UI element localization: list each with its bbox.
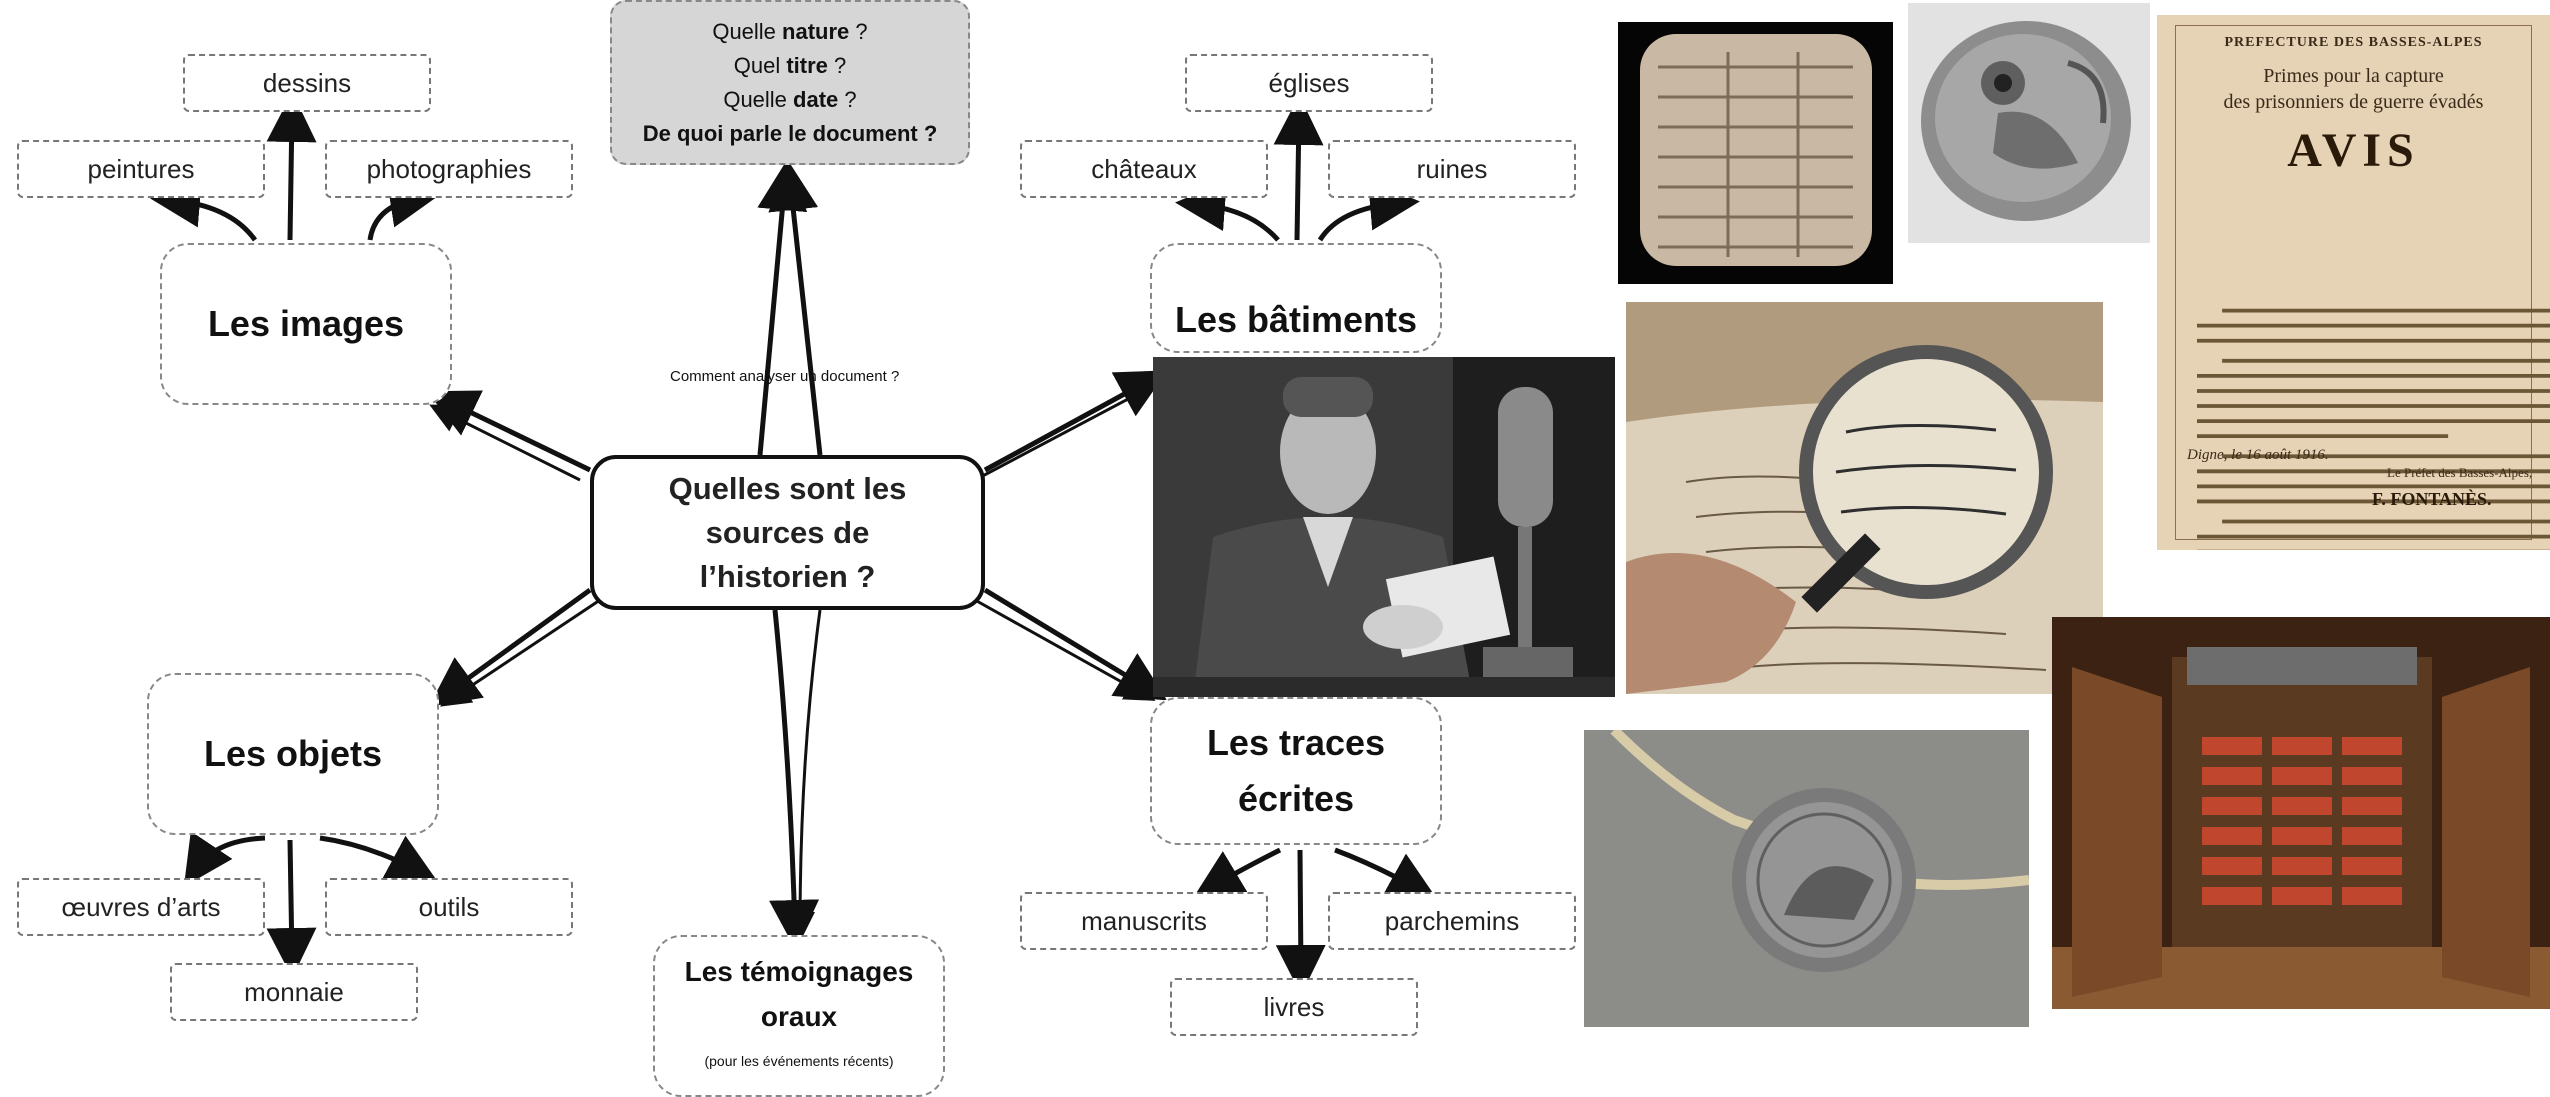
category-temoignages-note: (pour les événements récents) xyxy=(704,1052,894,1069)
sub-livres: livres xyxy=(1170,978,1418,1036)
sub-parchemins: parchemins xyxy=(1328,892,1576,950)
category-temoignages-line-1: Les témoignages xyxy=(684,955,914,987)
category-temoignages: Les témoignages oraux (pour les événemen… xyxy=(653,935,945,1097)
category-temoignages-line-2: oraux xyxy=(760,1000,838,1032)
analyse-label: Comment analyser un document ? xyxy=(670,368,900,385)
photo-archive-cabinet xyxy=(2052,617,2550,1009)
sub-manuscrits: manuscrits xyxy=(1020,892,1268,950)
photo-owl-coin xyxy=(1908,3,2150,243)
poster-body-text xyxy=(2197,308,2550,550)
sub-eglises: églises xyxy=(1185,54,1433,112)
photo-cuneiform-tablet xyxy=(1618,22,1893,284)
poster-avis: AVIS xyxy=(2287,124,2420,177)
category-traces-line-1: Les traces xyxy=(1206,722,1386,763)
question-date: Quelle date ? xyxy=(723,86,857,112)
photo-radio-speech xyxy=(1153,357,1615,697)
sub-dessins: dessins xyxy=(183,54,431,112)
photo-wax-seal xyxy=(1584,730,2029,1027)
poster-line-2: des prisonniers de guerre évadés xyxy=(2223,91,2484,113)
sub-photographies: photographies xyxy=(325,140,573,198)
category-images-label: Les images xyxy=(207,303,405,344)
question-nature: Quelle nature ? xyxy=(712,18,868,44)
analysis-questions-box: Quelle nature ? Quel titre ? Quelle date… xyxy=(610,0,970,165)
poster-signature-title: Le Préfet des Basses-Alpes, xyxy=(2387,465,2533,480)
poster-signature: F. FONTANÈS. xyxy=(2372,489,2492,509)
sub-oeuvres: œuvres d’arts xyxy=(17,878,265,936)
question-titre: Quel titre ? xyxy=(733,52,847,78)
sub-monnaie: monnaie xyxy=(170,963,418,1021)
category-batiments-label: Les bâtiments xyxy=(1174,299,1418,340)
central-line-1: Quelles sont les xyxy=(668,470,907,506)
question-sujet: De quoi parle le document ? xyxy=(642,120,938,146)
category-batiments: Les bâtiments xyxy=(1150,243,1442,353)
poster-line-1: Primes pour la capture xyxy=(2263,65,2444,87)
sub-outils: outils xyxy=(325,878,573,936)
category-objets: Les objets xyxy=(147,673,439,835)
photo-magnifier-manuscript xyxy=(1626,302,2103,694)
sub-chateaux: châteaux xyxy=(1020,140,1268,198)
category-traces-line-2: écrites xyxy=(1237,778,1355,819)
category-objets-label: Les objets xyxy=(203,733,383,774)
category-images: Les images xyxy=(160,243,452,405)
poster-header: PREFECTURE DES BASSES-ALPES xyxy=(2224,35,2483,50)
photo-avis-poster: PREFECTURE DES BASSES-ALPES Primes pour … xyxy=(2157,15,2550,550)
central-line-2: sources de xyxy=(705,514,870,550)
category-traces-ecrites: Les traces écrites xyxy=(1150,697,1442,845)
poster-date: Digne, le 16 août 1916. xyxy=(2187,447,2329,463)
sub-peintures: peintures xyxy=(17,140,265,198)
central-line-3: l’historien ? xyxy=(699,558,876,594)
sub-ruines: ruines xyxy=(1328,140,1576,198)
central-question: Quelles sont les sources de l’historien … xyxy=(590,455,985,610)
